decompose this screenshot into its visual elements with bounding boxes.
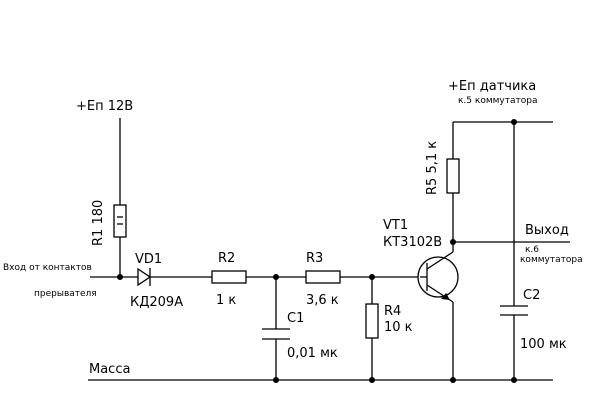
- junction-dot: [511, 119, 517, 125]
- r5-resistor: [446, 158, 460, 194]
- c1-ref: C1: [287, 311, 304, 326]
- junction-dot: [511, 377, 517, 383]
- vt1-emitter-arrow: [441, 293, 450, 300]
- junction-dot: [117, 274, 123, 280]
- c2-ref: C2: [523, 288, 540, 303]
- r3-ref: R3: [306, 251, 323, 266]
- c2-value: 100 мк: [520, 337, 567, 352]
- vt1-collector: [426, 251, 454, 270]
- r4-resistor: [365, 303, 379, 339]
- output-label: Выход: [525, 223, 569, 238]
- ground-label: Масса: [89, 362, 130, 377]
- junction-dot: [450, 239, 456, 245]
- sensor-supply-label: +Еп датчика: [448, 79, 536, 94]
- r1-resistor: [113, 204, 127, 238]
- r3-value: 3,6 к: [306, 293, 339, 308]
- r4-value: 10 к: [384, 320, 413, 335]
- output-sublabel-1: к.6: [525, 245, 539, 255]
- r2-resistor: [211, 270, 247, 284]
- vd1-diode: [137, 267, 152, 287]
- r5-label: R5 5,1 к: [425, 141, 440, 195]
- vd1-ref: VD1: [135, 252, 162, 267]
- junction-dot: [273, 377, 279, 383]
- vt1-ref: VT1: [383, 218, 408, 233]
- vd1-type: КД209А: [130, 295, 183, 310]
- r1-label: R1 180: [91, 200, 106, 246]
- supply-12v-label: +Еп 12В: [76, 99, 133, 114]
- junction-dot: [369, 377, 375, 383]
- junction-dot: [273, 274, 279, 280]
- junction-dot: [369, 274, 375, 280]
- c1-value: 0,01 мк: [287, 346, 338, 361]
- vt1-type: КТ3102В: [383, 235, 442, 250]
- input-label: Вход от контактов: [3, 263, 92, 273]
- junction-dot: [450, 377, 456, 383]
- output-sublabel-2: коммутатора: [520, 255, 583, 265]
- r3-resistor: [305, 270, 341, 284]
- r2-ref: R2: [218, 251, 235, 266]
- sensor-supply-sublabel: к.5 коммутатора: [458, 96, 537, 106]
- vt1-transistor: [417, 256, 459, 298]
- r4-ref: R4: [384, 304, 401, 319]
- input-label-2: прерывателя: [34, 289, 97, 299]
- r2-value: 1 к: [216, 293, 236, 308]
